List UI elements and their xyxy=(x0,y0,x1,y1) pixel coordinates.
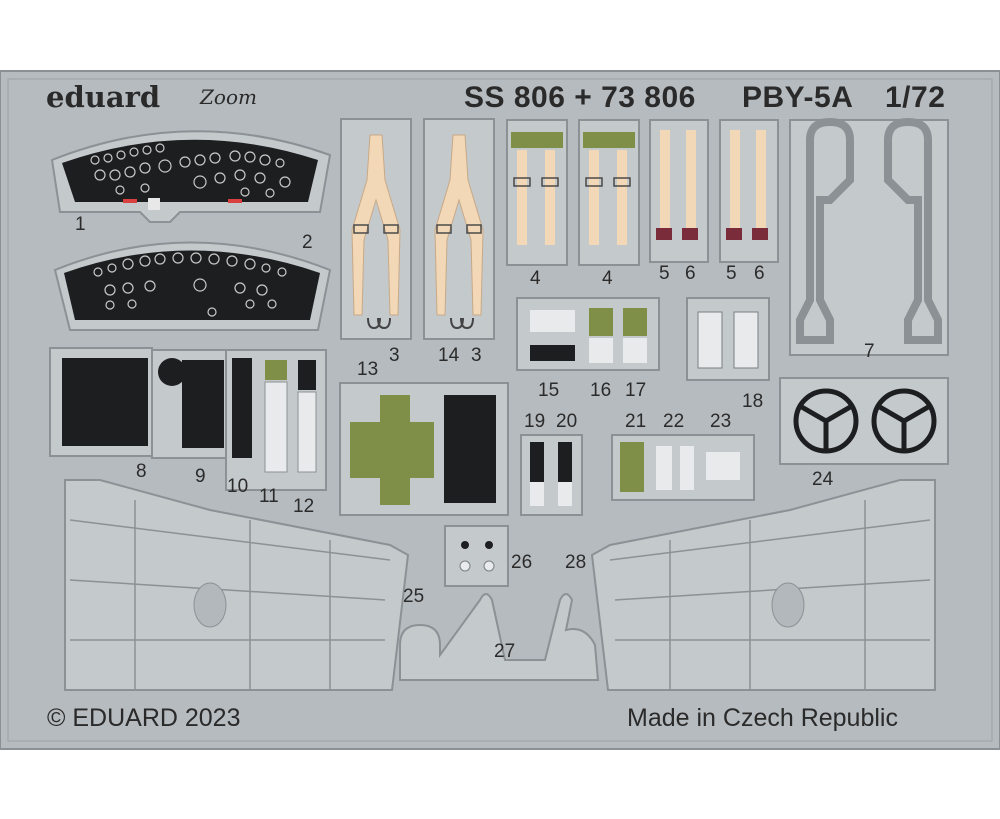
set-code: SS 806 + 73 806 xyxy=(464,81,696,114)
part-number-label: 6 xyxy=(754,263,765,284)
part-number-label: 7 xyxy=(864,341,875,362)
copyright-text: © EDUARD 2023 xyxy=(47,704,241,732)
part-number-label: 24 xyxy=(812,469,834,490)
part-number-label: 9 xyxy=(195,466,206,487)
part-number-label: 21 xyxy=(625,411,647,432)
part-5-6-harness-b xyxy=(719,119,779,263)
scale-label: 1/72 xyxy=(885,81,946,114)
part-number-label: 27 xyxy=(494,641,516,662)
part-number-label: 20 xyxy=(556,411,578,432)
part-number-label: 5 xyxy=(726,263,737,284)
fret-inner-border xyxy=(7,78,993,742)
part-number-label: 22 xyxy=(663,411,685,432)
part-15-16-17 xyxy=(516,297,660,371)
part-13-harness xyxy=(340,118,412,340)
part-7-frame xyxy=(789,117,949,356)
part-number-label: 4 xyxy=(602,268,613,289)
part-number-label: 12 xyxy=(293,496,315,517)
part-number-label: 4 xyxy=(530,268,541,289)
part-number-label: 5 xyxy=(659,263,670,284)
part-28-floor-right xyxy=(590,479,936,691)
part-number-label: 11 xyxy=(259,486,279,507)
part-18 xyxy=(686,297,770,381)
model-name: PBY-5A xyxy=(742,81,854,114)
part-number-label: 23 xyxy=(710,411,732,432)
part-number-label: 1 xyxy=(75,214,86,235)
part-number-label: 3 xyxy=(471,345,482,366)
part-26 xyxy=(444,525,509,587)
part-4-harness-a xyxy=(506,119,568,266)
part-number-label: 15 xyxy=(538,380,560,401)
part-8-panel xyxy=(49,347,153,457)
part-21-22-23 xyxy=(611,434,755,501)
part-number-label: 16 xyxy=(590,380,612,401)
brand-logo: eduard xyxy=(46,80,161,114)
part-number-label: 13 xyxy=(357,359,379,380)
part-number-label: 28 xyxy=(565,552,587,573)
origin-text: Made in Czech Republic xyxy=(627,704,898,732)
part-number-label: 10 xyxy=(227,476,249,497)
part-9-panel xyxy=(151,349,231,459)
part-24-control-wheels xyxy=(779,377,949,465)
part-2-instrument-panel xyxy=(53,241,332,331)
part-number-label: 18 xyxy=(742,391,764,412)
part-14-harness xyxy=(423,118,495,340)
part-25-floor-left xyxy=(64,479,410,691)
part-number-label: 2 xyxy=(302,232,313,253)
part-number-label: 26 xyxy=(511,552,533,573)
part-number-label: 8 xyxy=(136,461,147,482)
part-number-label: 17 xyxy=(625,380,647,401)
part-center-panel xyxy=(339,382,509,516)
part-1-instrument-panel xyxy=(50,130,332,223)
part-number-label: 19 xyxy=(524,411,546,432)
part-number-label: 14 xyxy=(438,345,460,366)
part-number-label: 6 xyxy=(685,263,696,284)
part-27-frame xyxy=(399,593,600,681)
part-number-label: 3 xyxy=(389,345,400,366)
part-5-6-harness-a xyxy=(649,119,709,263)
zoom-logo: Zoom xyxy=(200,85,257,109)
part-10-11-12-panels xyxy=(225,349,327,491)
part-19-20 xyxy=(520,434,583,516)
part-4-harness-b xyxy=(578,119,640,266)
part-number-label: 25 xyxy=(403,586,425,607)
